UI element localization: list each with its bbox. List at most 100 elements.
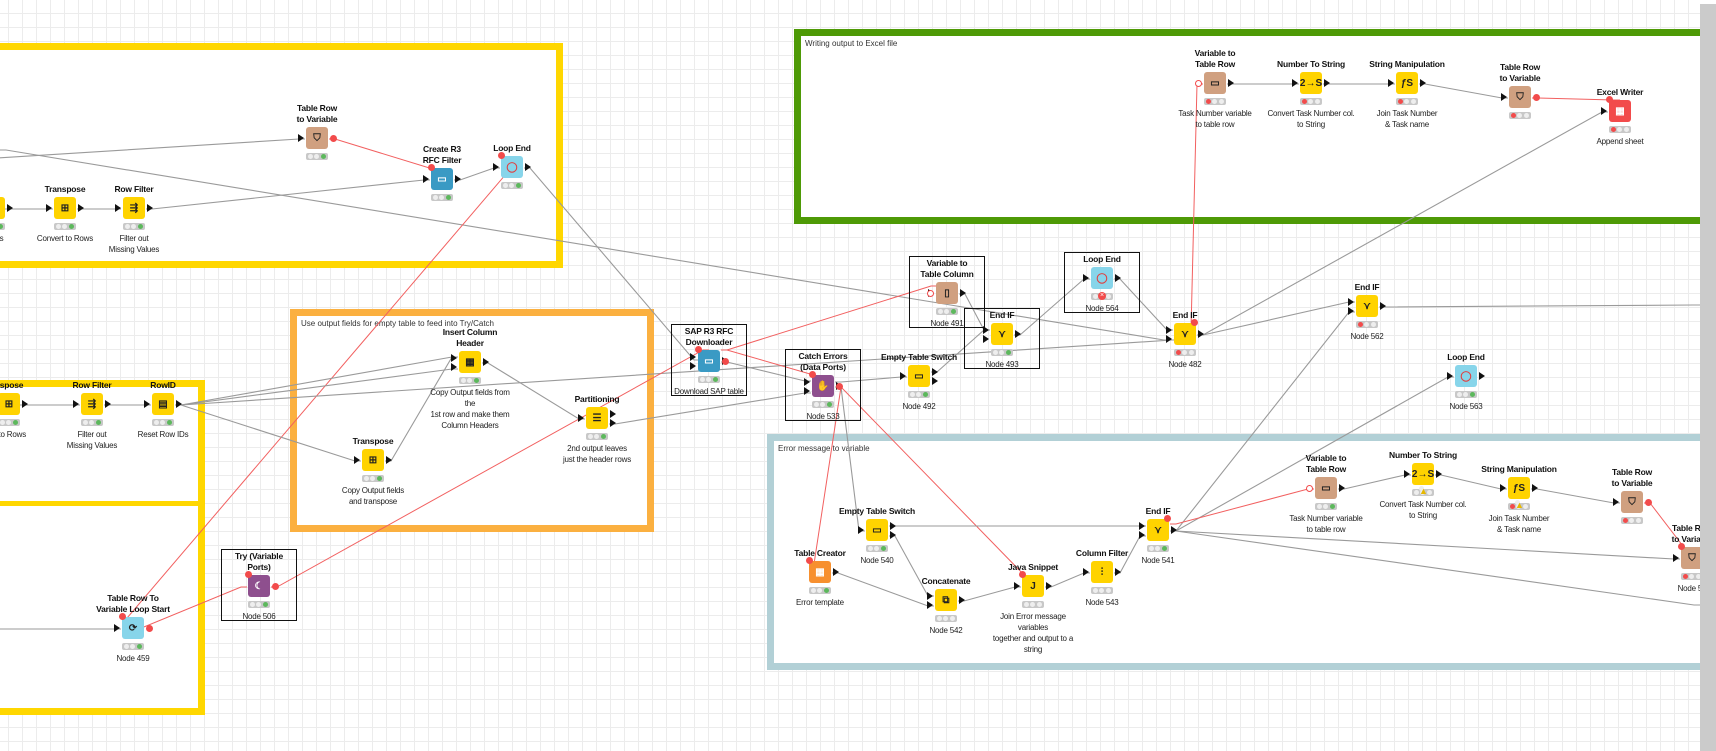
endif-icon[interactable]: ⋎: [1147, 519, 1169, 541]
input-port[interactable]: [451, 354, 457, 362]
transpose-icon[interactable]: ⊞: [362, 449, 384, 471]
output-port[interactable]: [1479, 372, 1485, 380]
node-endif562[interactable]: End IF ⋎ Node 562: [1322, 282, 1412, 342]
flow-variable-output-port[interactable]: [722, 358, 729, 365]
input-port[interactable]: [1348, 307, 1354, 315]
node-tr2varloop[interactable]: Table Row To Variable Loop Start ⟳ Node …: [88, 593, 178, 664]
node-label[interactable]: Node 564: [1085, 304, 1119, 313]
output-port[interactable]: [525, 163, 531, 171]
flow-variable-input-port[interactable]: [1306, 485, 1313, 492]
filter-icon[interactable]: ⇶: [81, 393, 103, 415]
output-port[interactable]: [483, 358, 489, 366]
input-port[interactable]: [578, 414, 584, 422]
input-port[interactable]: [983, 326, 989, 334]
flow-variable-output-port[interactable]: [146, 625, 153, 632]
input-port[interactable]: [144, 400, 150, 408]
flow-variable-input-port[interactable]: [119, 613, 126, 620]
flow-variable-input-port[interactable]: [1019, 571, 1026, 578]
partition-icon[interactable]: ☰: [586, 407, 608, 429]
output-port[interactable]: [1015, 330, 1021, 338]
node-b-endif541[interactable]: End IF ⋎ Node 541: [1113, 506, 1203, 566]
output-port[interactable]: [147, 204, 153, 212]
input-port[interactable]: [423, 175, 429, 183]
input-port[interactable]: [983, 335, 989, 343]
var2row-icon[interactable]: ▭: [1204, 72, 1226, 94]
vertical-scrollbar[interactable]: [1700, 4, 1716, 751]
node-label[interactable]: 2nd output leaves just the header rows: [562, 444, 632, 464]
node-label[interactable]: Task Number variable to table row: [1178, 109, 1252, 129]
node-label[interactable]: Filter out Missing Values: [108, 234, 160, 254]
java-icon[interactable]: J: [1022, 575, 1044, 597]
flow-variable-input-port[interactable]: [498, 152, 505, 159]
flow-variable-input-port[interactable]: [1606, 96, 1613, 103]
node-b-strman[interactable]: String Manipulation ƒS ▲ Join Task Numbe…: [1474, 464, 1564, 535]
node-label[interactable]: Copy Output fields from the 1st row and …: [430, 388, 510, 430]
ets-icon[interactable]: ▭: [866, 519, 888, 541]
node-label[interactable]: Download SAP table: [674, 387, 744, 396]
flow-variable-output-port[interactable]: [330, 135, 337, 142]
output-port[interactable]: [22, 400, 28, 408]
node-label[interactable]: Node 541: [1141, 556, 1175, 565]
input-port[interactable]: [927, 601, 933, 609]
ets-icon[interactable]: ▭: [908, 365, 930, 387]
output-port[interactable]: [1339, 484, 1345, 492]
output-port[interactable]: [1198, 330, 1204, 338]
node-sapdl[interactable]: SAP R3 RFC Downloader ▭ Download SAP tab…: [664, 326, 754, 397]
node-transpose-mid[interactable]: nspose ⊞ rt to Rows: [0, 380, 54, 440]
input-port[interactable]: [1447, 372, 1453, 380]
flow-variable-input-port[interactable]: [1195, 80, 1202, 87]
node-r3filter[interactable]: Create R3 RFC Filter ▭: [397, 144, 487, 204]
output-port[interactable]: [386, 456, 392, 464]
output-port[interactable]: [1532, 484, 1538, 492]
node-label[interactable]: Node 492: [902, 402, 936, 411]
flow-variable-output-port[interactable]: [1191, 319, 1198, 326]
node-label[interactable]: Convert Task Number col. to String: [1267, 109, 1355, 129]
num2str-icon[interactable]: 2→S: [1412, 463, 1434, 485]
insert-icon[interactable]: ▦: [459, 351, 481, 373]
tr2var-icon[interactable]: ⛉: [1509, 86, 1531, 108]
output-port[interactable]: [1436, 470, 1442, 478]
output-port[interactable]: [890, 522, 896, 530]
input-port[interactable]: [1083, 274, 1089, 282]
input-port[interactable]: [858, 526, 864, 534]
node-endif482[interactable]: End IF ⋎ Node 482: [1140, 310, 1230, 370]
output-port[interactable]: [890, 531, 896, 539]
filter-icon[interactable]: ⇶: [123, 197, 145, 219]
excel-icon[interactable]: ▦: [1609, 100, 1631, 122]
node-b-concat[interactable]: Concatenate ⧉ Node 542: [901, 576, 991, 636]
node-label[interactable]: Join Task Number & Task name: [1488, 514, 1550, 534]
node-g-strman[interactable]: String Manipulation ƒS Join Task Number …: [1362, 59, 1452, 130]
node-label[interactable]: Node 493: [985, 360, 1019, 369]
node-label[interactable]: Node 56: [1677, 584, 1700, 593]
flow-variable-output-port[interactable]: [272, 583, 279, 590]
output-port[interactable]: [1171, 526, 1177, 534]
input-port[interactable]: [114, 624, 120, 632]
node-b-tr2var1[interactable]: Table Row to Variable ⛉: [1587, 467, 1677, 527]
flow-variable-input-port[interactable]: [428, 164, 435, 171]
output-port[interactable]: [1324, 79, 1330, 87]
node-label[interactable]: Node 482: [1168, 360, 1202, 369]
loopend-icon[interactable]: ◯: [1455, 365, 1477, 387]
loopstart-icon[interactable]: ⟳: [122, 617, 144, 639]
node-b-num2str[interactable]: Number To String 2→S ▲ Convert Task Numb…: [1378, 450, 1468, 521]
input-port[interactable]: [1014, 582, 1020, 590]
output-port[interactable]: [1115, 274, 1121, 282]
output-port[interactable]: [960, 289, 966, 297]
rowid-icon[interactable]: ▤: [152, 393, 174, 415]
node-b-var2row[interactable]: Variable to Table Row ▭ Task Number vari…: [1281, 453, 1371, 535]
output-port[interactable]: [959, 596, 965, 604]
output-port[interactable]: [1115, 568, 1121, 576]
input-port[interactable]: [354, 456, 360, 464]
input-port[interactable]: [115, 204, 121, 212]
node-rowid-mid[interactable]: RowID ▤ Reset Row IDs: [118, 380, 208, 440]
tr2var-icon[interactable]: ⛉: [1621, 491, 1643, 513]
node-label[interactable]: Node 563: [1449, 402, 1483, 411]
concat-icon[interactable]: ⧉: [935, 589, 957, 611]
node-label[interactable]: Convert Task Number col. to String: [1379, 500, 1467, 520]
input-port[interactable]: [927, 592, 933, 600]
flow-variable-output-port[interactable]: [836, 383, 843, 390]
node-rowfilter-top[interactable]: Row Filter ⇶ Filter out Missing Values: [89, 184, 179, 255]
node-label[interactable]: Task Number variable to table row: [1289, 514, 1363, 534]
tablecreator-icon[interactable]: ▦: [809, 561, 831, 583]
